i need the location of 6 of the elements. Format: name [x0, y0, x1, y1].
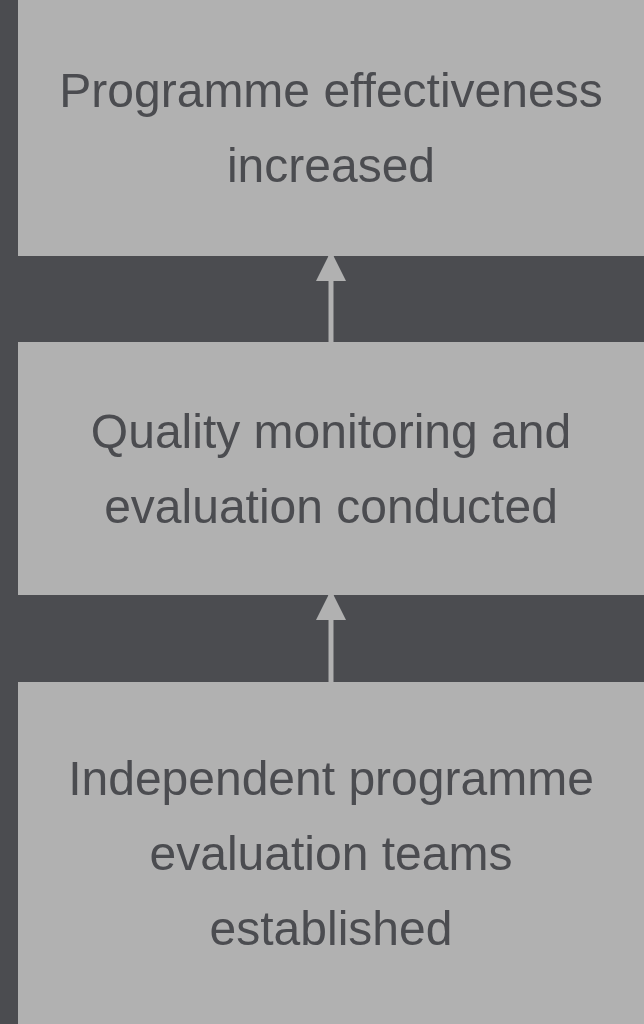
- box-text: Programme effectiveness increased: [58, 63, 604, 194]
- process-box: [18, 682, 644, 1024]
- box-text: Independent programme evaluation teams established: [67, 750, 595, 957]
- box-text: Quality monitoring and evaluation conducted: [89, 403, 573, 535]
- process-box: [18, 0, 644, 256]
- process-box: [18, 342, 644, 595]
